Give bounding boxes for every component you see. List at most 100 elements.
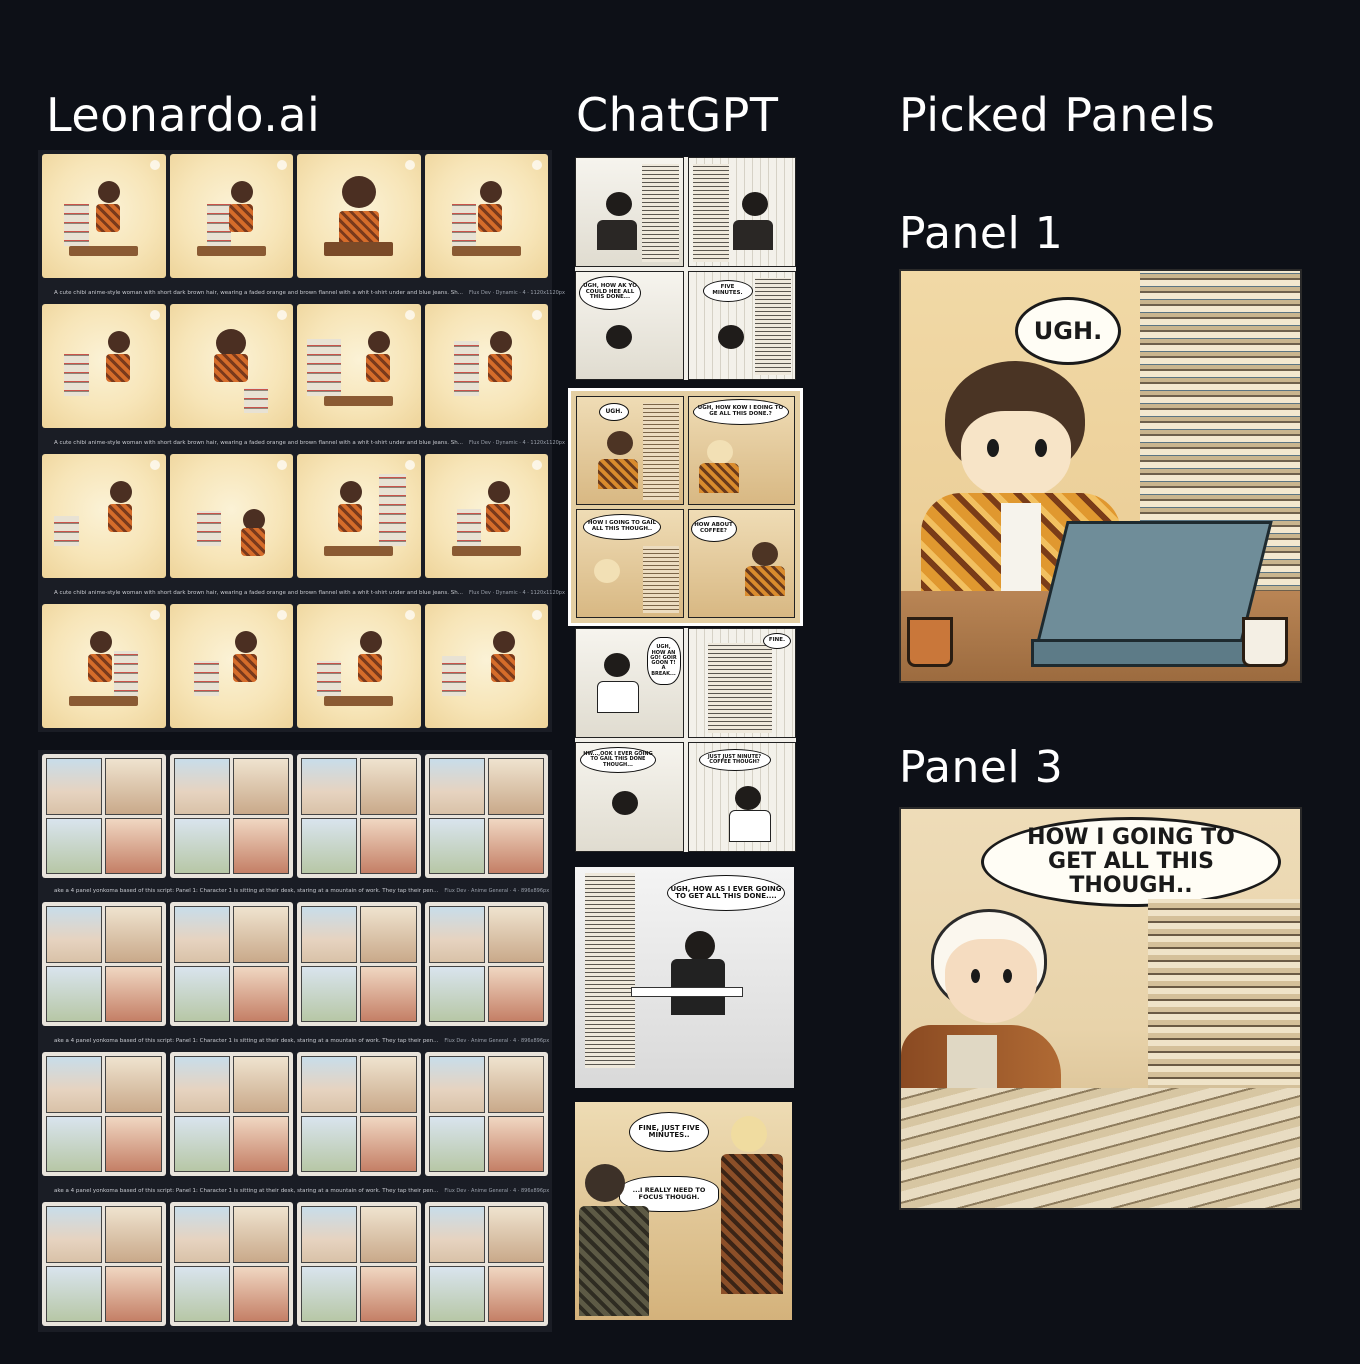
generation-caption: ake a 4 panel yonkoma based of this scri… bbox=[42, 1032, 550, 1050]
speech-bubble: UGH, HOW KOW I EOING TO GE ALL THIS DONE… bbox=[692, 399, 789, 425]
generated-comic[interactable] bbox=[424, 1052, 548, 1176]
generated-comic[interactable] bbox=[169, 902, 293, 1026]
speech-bubble: HW...,OOK I EVER GOING TO GAIL THIS DONE… bbox=[580, 747, 656, 773]
generated-image[interactable] bbox=[169, 154, 293, 278]
speech-bubble: FIVE MINUTES. bbox=[702, 279, 753, 302]
generated-comic[interactable] bbox=[297, 754, 421, 878]
generated-comic[interactable] bbox=[297, 1202, 421, 1326]
panel-1-heading: Panel 1 bbox=[899, 208, 1064, 259]
generated-image[interactable] bbox=[169, 304, 293, 428]
chatgpt-comic-3[interactable]: UGH, HOW AN GO! GOIR GOON T! A BREAK... … bbox=[575, 628, 796, 852]
generated-comic[interactable] bbox=[424, 1202, 548, 1326]
comic-panel: HOW ABOUT COFFEE? bbox=[687, 509, 795, 618]
speech-bubble: HOW I GOING TO GAIL ALL THIS THOUGH.. bbox=[583, 514, 661, 540]
generation-caption: A cute chibi anime-style woman with shor… bbox=[42, 584, 565, 602]
generated-comic[interactable] bbox=[42, 1052, 166, 1176]
chatgpt-comic-5[interactable]: FINE, JUST FIVE MINUTES.. ...I REALLY NE… bbox=[575, 1102, 792, 1320]
speech-bubble: JUST JUST NINUTE? COFFEE THOUGH? bbox=[698, 749, 771, 771]
leonardo-row bbox=[42, 304, 548, 428]
prompt-text: ake a 4 panel yonkoma based of this scri… bbox=[54, 888, 439, 894]
generated-image[interactable] bbox=[42, 454, 166, 578]
desk bbox=[631, 987, 743, 997]
generated-image[interactable] bbox=[297, 604, 421, 728]
comic-panel: HW...,OOK I EVER GOING TO GAIL THIS DONE… bbox=[575, 742, 684, 852]
generated-comic[interactable] bbox=[424, 754, 548, 878]
prompt-text: A cute chibi anime-style woman with shor… bbox=[54, 590, 463, 596]
generated-comic[interactable] bbox=[297, 902, 421, 1026]
speech-bubble: UGH. bbox=[1015, 297, 1121, 365]
comic-panel bbox=[575, 157, 684, 267]
generated-image[interactable] bbox=[169, 454, 293, 578]
generated-comic[interactable] bbox=[169, 1202, 293, 1326]
laptop bbox=[1035, 521, 1273, 647]
generation-meta: Flux Dev · Anime General · 4 · 896x896px bbox=[444, 1038, 550, 1044]
prompt-text: ake a 4 panel yonkoma based of this scri… bbox=[54, 1038, 439, 1044]
character-face bbox=[961, 411, 1071, 499]
picked-panels-heading: Picked Panels bbox=[899, 88, 1216, 142]
generated-comic[interactable] bbox=[169, 754, 293, 878]
chatgpt-comic-2-selected[interactable]: UGH. UGH, HOW KOW I EOING TO GE ALL THIS… bbox=[568, 388, 803, 626]
generated-image[interactable] bbox=[297, 154, 421, 278]
chatgpt-comic-1[interactable]: UGH, HOW AK YO COULD HEE ALL THIS DONE..… bbox=[575, 157, 796, 380]
generated-image[interactable] bbox=[42, 304, 166, 428]
generation-meta: Flux Dev · Dynamic · 4 · 1120x1120px bbox=[469, 290, 565, 296]
speech-bubble: FINE, JUST FIVE MINUTES.. bbox=[629, 1112, 709, 1152]
laptop-base bbox=[1031, 639, 1267, 667]
speech-bubble: UGH. bbox=[599, 403, 629, 421]
generation-meta: Flux Dev · Dynamic · 4 · 1120x1120px bbox=[469, 440, 565, 446]
chatgpt-comic-4[interactable]: UGH, HOW AS I EVER GOING TO GET ALL THIS… bbox=[575, 867, 794, 1088]
eye bbox=[971, 969, 980, 983]
speech-bubble: UGH, HOW AK YO COULD HEE ALL THIS DONE..… bbox=[579, 275, 641, 310]
generated-image[interactable] bbox=[424, 304, 548, 428]
generated-comic[interactable] bbox=[169, 1052, 293, 1176]
comic-panel: UGH, HOW AN GO! GOIR GOON T! A BREAK... bbox=[575, 628, 684, 738]
paper-stack bbox=[1148, 899, 1300, 1098]
comic-panel: UGH, HOW KOW I EOING TO GE ALL THIS DONE… bbox=[687, 396, 795, 505]
mug bbox=[1242, 617, 1288, 667]
generated-image[interactable] bbox=[424, 154, 548, 278]
prompt-text: A cute chibi anime-style woman with shor… bbox=[54, 440, 463, 446]
speech-bubble: UGH, HOW AS I EVER GOING TO GET ALL THIS… bbox=[667, 875, 785, 911]
paper-floor bbox=[901, 1088, 1300, 1208]
generated-image[interactable] bbox=[42, 604, 166, 728]
comic-panel bbox=[687, 157, 796, 267]
leonardo-row bbox=[42, 902, 548, 1026]
panel-3-heading: Panel 3 bbox=[899, 742, 1064, 793]
picked-panel-3: HOW I GOING TO GET ALL THIS THOUGH.. bbox=[899, 807, 1302, 1210]
leonardo-comic-grid: ake a 4 panel yonkoma based of this scri… bbox=[38, 750, 552, 1332]
leonardo-row bbox=[42, 754, 548, 878]
eye bbox=[1035, 439, 1047, 457]
comic-panel: FIVE MINUTES. bbox=[687, 270, 796, 380]
leonardo-row bbox=[42, 454, 548, 578]
generated-image[interactable] bbox=[297, 454, 421, 578]
leonardo-row bbox=[42, 1202, 548, 1326]
comic-panel: FINE. bbox=[687, 628, 796, 738]
generated-comic[interactable] bbox=[42, 754, 166, 878]
generation-meta: Flux Dev · Anime General · 4 · 896x896px bbox=[444, 888, 550, 894]
generated-comic[interactable] bbox=[42, 902, 166, 1026]
speech-bubble: FINE. bbox=[763, 633, 791, 649]
generation-caption: A cute chibi anime-style woman with shor… bbox=[42, 284, 565, 302]
leonardo-row bbox=[42, 154, 548, 278]
mug bbox=[907, 617, 953, 667]
comic-panel: UGH, HOW AK YO COULD HEE ALL THIS DONE..… bbox=[575, 270, 684, 380]
generation-meta: Flux Dev · Anime General · 4 · 896x896px bbox=[444, 1188, 550, 1194]
chatgpt-heading: ChatGPT bbox=[576, 88, 779, 142]
generated-comic[interactable] bbox=[297, 1052, 421, 1176]
comic-panel: JUST JUST NINUTE? COFFEE THOUGH? bbox=[687, 742, 796, 852]
generated-image[interactable] bbox=[424, 454, 548, 578]
generation-caption: A cute chibi anime-style woman with shor… bbox=[42, 434, 565, 452]
leonardo-heading: Leonardo.ai bbox=[46, 88, 321, 142]
generation-caption: ake a 4 panel yonkoma based of this scri… bbox=[42, 882, 550, 900]
prompt-text: ake a 4 panel yonkoma based of this scri… bbox=[54, 1188, 439, 1194]
generated-image[interactable] bbox=[42, 154, 166, 278]
generated-image[interactable] bbox=[297, 304, 421, 428]
leonardo-row bbox=[42, 1052, 548, 1176]
generated-image[interactable] bbox=[424, 604, 548, 728]
paper-stack bbox=[585, 873, 635, 1068]
generated-comic[interactable] bbox=[424, 902, 548, 1026]
picked-panel-1: UGH. bbox=[899, 269, 1302, 683]
generated-image[interactable] bbox=[169, 604, 293, 728]
generated-comic[interactable] bbox=[42, 1202, 166, 1326]
prompt-text: A cute chibi anime-style woman with shor… bbox=[54, 290, 463, 296]
